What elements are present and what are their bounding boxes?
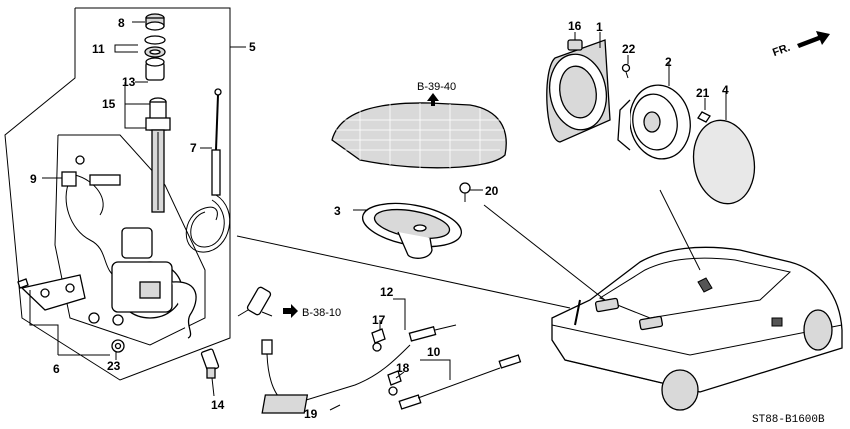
callout-8: 8 [118, 16, 125, 30]
reference-arrow-right [283, 304, 298, 318]
reference-lower: B-38-10 [302, 307, 341, 319]
reference-upper: B-39-40 [417, 81, 456, 93]
callout-20: 20 [485, 184, 499, 198]
callout-11: 11 [92, 42, 105, 56]
callout-18: 18 [396, 361, 410, 375]
mast-nut [145, 13, 165, 31]
callout-16: 16 [568, 19, 582, 33]
callout-9: 9 [30, 172, 37, 186]
door-speaker [617, 84, 691, 160]
tape-pad [261, 394, 309, 414]
reference-arrow-up [427, 93, 439, 106]
callout-22: 22 [622, 42, 636, 56]
front-marker: FR. [771, 42, 792, 59]
screw-22 [621, 63, 631, 79]
cable-clamp-18 [387, 370, 402, 396]
mast-washer [144, 35, 166, 58]
callout-13: 13 [122, 75, 136, 89]
callout-21: 21 [696, 86, 710, 100]
antenna-motor [111, 227, 197, 339]
callout-3: 3 [334, 204, 341, 218]
front-arrow-icon [797, 31, 830, 48]
feeder-cable-1 [261, 324, 457, 406]
coax-sub-connector [237, 286, 273, 317]
antenna-group-outline [4, 7, 246, 381]
feeder-cable-2 [398, 354, 522, 410]
callout-6: 6 [53, 362, 60, 376]
callout-4: 4 [722, 83, 729, 97]
callout-12: 12 [380, 285, 394, 299]
grommet [88, 312, 100, 324]
speaker-screw-20 [459, 182, 471, 202]
speaker-cover [692, 119, 756, 205]
mast-housing-tube [145, 97, 171, 213]
callout-1: 1 [596, 20, 603, 34]
antenna-bracket [17, 274, 86, 311]
cable-clamp-17 [371, 328, 386, 352]
callout-7: 7 [190, 141, 197, 155]
antenna-wiring [61, 155, 121, 281]
callout-10: 10 [427, 345, 441, 359]
coax-adapter [200, 348, 220, 379]
clip-16 [567, 39, 583, 51]
callout-17: 17 [372, 313, 386, 327]
vehicle [551, 246, 843, 411]
rear-speaker [361, 202, 463, 259]
callout-2: 2 [665, 55, 672, 69]
callout-19: 19 [304, 407, 318, 421]
callout-14: 14 [211, 398, 225, 412]
callout-15: 15 [102, 97, 116, 111]
mast-bushing [145, 57, 165, 81]
speaker-holder [546, 39, 611, 143]
diagram-code: ST88-B1600B [752, 414, 825, 426]
motor-screw [111, 339, 125, 353]
screw-21 [697, 111, 711, 123]
leader-lines [29, 21, 727, 411]
callout-5: 5 [249, 40, 256, 54]
callout-23: 23 [107, 359, 121, 373]
antenna-mast [185, 88, 231, 253]
rear-grille [331, 102, 507, 169]
callout-labels: 1 2 3 4 5 6 7 8 9 10 11 12 13 14 15 16 1… [30, 16, 729, 421]
